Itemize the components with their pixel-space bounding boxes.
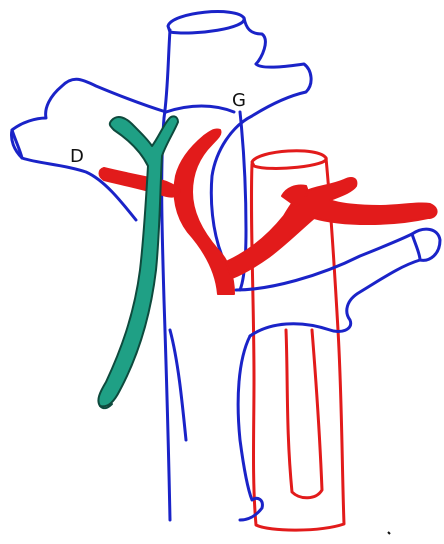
vein-renal-tip: [412, 234, 420, 260]
artery-inner-channel: [286, 330, 322, 498]
ink-mark: [388, 532, 390, 534]
vein-lower-inner-line: [170, 330, 186, 440]
vein-right-upper: [244, 18, 265, 64]
vein-hepatic-confluence: [166, 106, 234, 112]
artery-top-cap: [252, 151, 326, 169]
label-left: D: [70, 146, 84, 167]
vein-top-cap: [168, 12, 244, 33]
vein-left-wall: [162, 30, 170, 520]
label-right: G: [232, 90, 246, 111]
vein-lower-right-wall: [238, 336, 262, 520]
artery-main-trunk: [175, 129, 235, 294]
